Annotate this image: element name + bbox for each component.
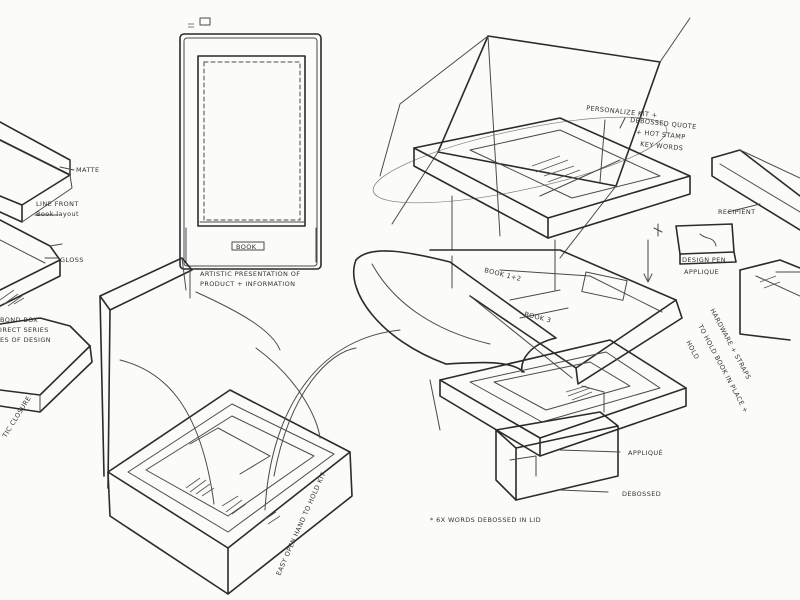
open-presentation-box <box>99 257 401 595</box>
right-edge-boxes <box>643 149 800 341</box>
closure-label: TIC CLOSURE <box>0 395 32 440</box>
debossed-bottom-label: DEBOSSED <box>622 490 661 498</box>
tablet-button-label: BOOK <box>236 243 257 251</box>
design-pen-label: DESIGN PEN <box>682 256 726 264</box>
hot-stamp-label: + HOT STAMP <box>636 128 686 141</box>
series-label-2: ES OF DESIGN <box>0 336 51 344</box>
hardware-label-3: HOLD <box>684 339 701 361</box>
left-edge-boxes <box>0 121 93 413</box>
book-layout-label: Book layout <box>36 210 79 218</box>
line-front-label: LINE FRONT <box>36 200 79 208</box>
footer-note: * 6X WORDS DEBOSSED IN LID <box>430 516 541 524</box>
series-label-1: IRECT SERIES <box>0 326 49 334</box>
gloss-label: GLOSS <box>60 256 84 264</box>
applique-right-label: APPLIQUE <box>684 268 719 276</box>
applique-bottom-label: APPLIQUÉ <box>628 448 663 457</box>
artistic-label-2: PRODUCT + INFORMATION <box>200 280 295 288</box>
annotations: MATTE LINE FRONT Book layout GLOSS BOND … <box>0 104 755 577</box>
keywords-label: KEY WORDS <box>640 140 684 152</box>
bond-box-label: BOND BOX <box>0 316 38 324</box>
lid-and-box-sketch <box>372 17 691 291</box>
matte-label: MATTE <box>76 166 99 174</box>
artistic-label-1: ARTISTIC PRESENTATION OF <box>200 270 300 278</box>
recipient-label: RECIPIENT <box>718 208 755 216</box>
easy-open-label: EASY OPEN HAND TO HOLD KIT <box>275 471 328 577</box>
tablet-frame-sketch: BOOK <box>179 17 322 270</box>
book-12-label: BOOK 1+2 <box>484 266 523 283</box>
book-and-tray-sketch <box>353 249 687 501</box>
